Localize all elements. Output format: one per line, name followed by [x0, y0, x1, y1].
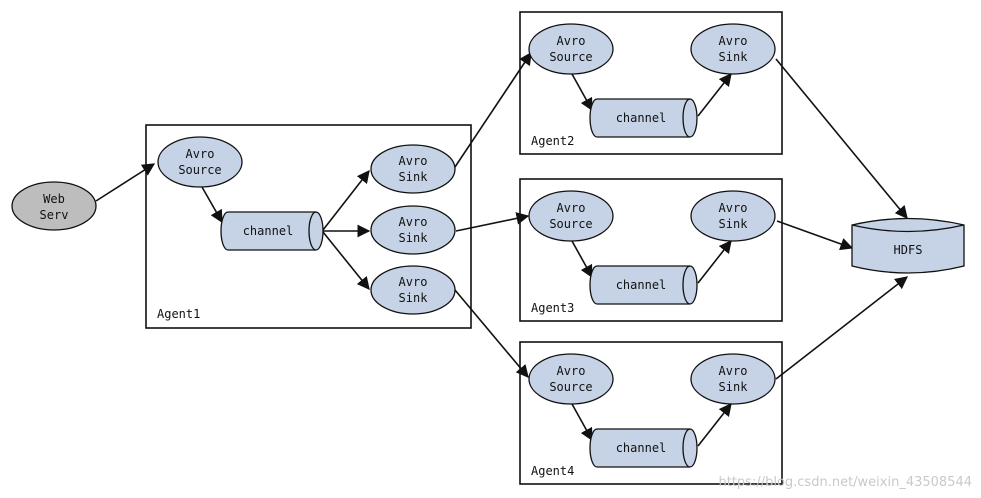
agent1-sink2-line2: Sink	[399, 231, 429, 245]
agent4-avro-source: Avro Source	[528, 353, 614, 405]
agent4-sink-line1: Avro	[719, 364, 748, 378]
agent2-source-line2: Source	[549, 50, 592, 64]
edge-webserv-to-agent1-source	[95, 163, 156, 202]
edge-agent4-channel-to-sink	[697, 402, 732, 447]
edge-agent1-channel-to-sink3	[322, 231, 370, 290]
web-serv-node: Web Serv	[11, 181, 97, 231]
agent2-label: Agent2	[531, 134, 574, 148]
agent2-sink-line1: Avro	[719, 34, 748, 48]
agent1-source-line2: Source	[178, 163, 221, 177]
agent3-source-line1: Avro	[557, 201, 586, 215]
edge-agent2-sink-to-hdfs	[775, 58, 908, 219]
agent4-channel-label: channel	[616, 441, 667, 455]
agent1-source-line1: Avro	[186, 147, 215, 161]
agent3-avro-sink: Avro Sink	[690, 190, 776, 242]
edge-agent2-channel-to-sink	[697, 72, 732, 117]
agent1-avro-sink-3: Avro Sink	[370, 265, 456, 315]
agent3-box: Agent3	[519, 178, 783, 322]
agent1-sink1-line1: Avro	[399, 154, 428, 168]
agent3-sink-line1: Avro	[719, 201, 748, 215]
agent4-box: Agent4	[519, 341, 783, 485]
edge-agent1-sink2-to-agent3	[455, 212, 530, 232]
watermark-text: https://blog.csdn.net/weixin_43508544	[718, 475, 972, 490]
edge-agent3-source-to-channel	[571, 240, 593, 279]
agent1-label: Agent1	[157, 307, 200, 321]
web-serv-line1: Web	[43, 192, 65, 206]
edge-agent1-sink3-to-agent4	[454, 289, 529, 378]
agent4-source-line1: Avro	[557, 364, 586, 378]
agent3-label: Agent3	[531, 301, 574, 315]
edge-agent3-sink-to-hdfs	[776, 220, 854, 251]
agent4-channel: channel	[589, 428, 698, 468]
agent1-box: Agent1	[145, 124, 472, 329]
agent3-channel-label: channel	[616, 278, 667, 292]
agent2-channel-label: channel	[616, 111, 667, 125]
edge-agent4-sink-to-hdfs	[775, 276, 909, 380]
agent3-avro-source: Avro Source	[528, 190, 614, 242]
agent2-avro-source: Avro Source	[528, 23, 614, 75]
agent3-sink-line2: Sink	[719, 217, 749, 231]
agent1-sink1-line2: Sink	[399, 170, 429, 184]
agent1-sink3-line1: Avro	[399, 275, 428, 289]
agent3-channel: channel	[589, 265, 698, 305]
edge-agent4-source-to-channel	[571, 403, 593, 442]
edge-agent1-source-to-channel	[201, 186, 223, 224]
agent4-source-line2: Source	[549, 380, 592, 394]
edge-agent1-sink1-to-agent2	[454, 51, 532, 168]
hdfs-label: HDFS	[894, 243, 923, 257]
agent1-avro-source: Avro Source	[157, 136, 243, 188]
agent1-channel: channel	[220, 211, 324, 251]
agent4-label: Agent4	[531, 464, 574, 478]
agent2-sink-line2: Sink	[719, 50, 749, 64]
agent1-channel-label: channel	[243, 224, 294, 238]
agent4-sink-line2: Sink	[719, 380, 749, 394]
agent1-sink2-line1: Avro	[399, 215, 428, 229]
agent2-source-line1: Avro	[557, 34, 586, 48]
agent1-avro-sink-1: Avro Sink	[370, 144, 456, 194]
edge-agent3-channel-to-sink	[697, 239, 732, 284]
agent2-channel: channel	[589, 98, 698, 138]
hdfs-storage: HDFS	[851, 217, 965, 274]
edges	[95, 51, 909, 447]
agent1-sink3-line2: Sink	[399, 291, 429, 305]
agent2-box: Agent2	[519, 11, 783, 155]
agent2-avro-sink: Avro Sink	[690, 23, 776, 75]
agent3-source-line2: Source	[549, 217, 592, 231]
agent4-avro-sink: Avro Sink	[690, 353, 776, 405]
agent1-avro-sink-2: Avro Sink	[370, 205, 456, 255]
edge-agent1-channel-to-sink1	[322, 169, 370, 231]
edge-agent2-source-to-channel	[571, 73, 593, 112]
web-serv-line2: Serv	[40, 208, 69, 222]
